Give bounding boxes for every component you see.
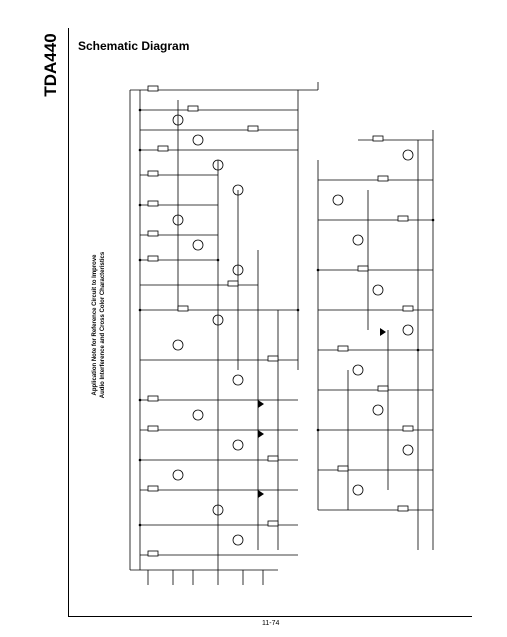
part-number: TDA440 xyxy=(41,33,60,97)
part-number-label: TDA440 xyxy=(40,30,62,100)
page-number: 11-74 xyxy=(262,620,280,627)
application-note: Application Note for Reference Circuit t… xyxy=(84,240,114,410)
page-title: Schematic Diagram xyxy=(78,39,190,53)
bottom-margin-rule xyxy=(68,616,472,617)
schematic-diagram xyxy=(129,82,435,585)
note-line-2: Audio Interference and Cross Color Chara… xyxy=(100,251,106,399)
diodes xyxy=(258,328,386,498)
resistors xyxy=(147,85,414,557)
schematic-wiring xyxy=(129,82,434,585)
transistors xyxy=(172,114,414,546)
left-margin-rule xyxy=(68,28,69,616)
note-line-1: Application Note for Reference Circuit t… xyxy=(92,254,98,396)
application-note-text: Application Note for Reference Circuit t… xyxy=(91,252,107,398)
junction-dots xyxy=(138,108,435,527)
